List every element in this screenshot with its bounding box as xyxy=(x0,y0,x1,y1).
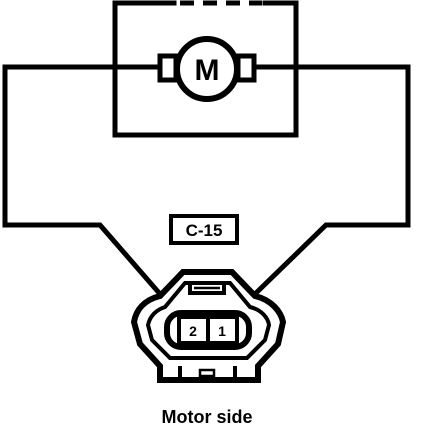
motor-housing-box xyxy=(112,0,299,138)
terminal-2-label: 2 xyxy=(189,323,197,339)
motor-symbol: M xyxy=(157,36,257,102)
terminal-1: 1 xyxy=(206,315,239,345)
caption: Motor side xyxy=(161,407,252,427)
right-wire xyxy=(251,64,411,298)
terminal-1-label: 1 xyxy=(218,323,226,339)
connector-code-label: C-15 xyxy=(169,214,239,245)
motor-symbol-label: M xyxy=(195,54,220,87)
terminal-2: 2 xyxy=(177,315,210,345)
left-wire xyxy=(2,64,164,298)
connector-housing xyxy=(130,269,287,383)
connector-code: C-15 xyxy=(186,221,223,240)
